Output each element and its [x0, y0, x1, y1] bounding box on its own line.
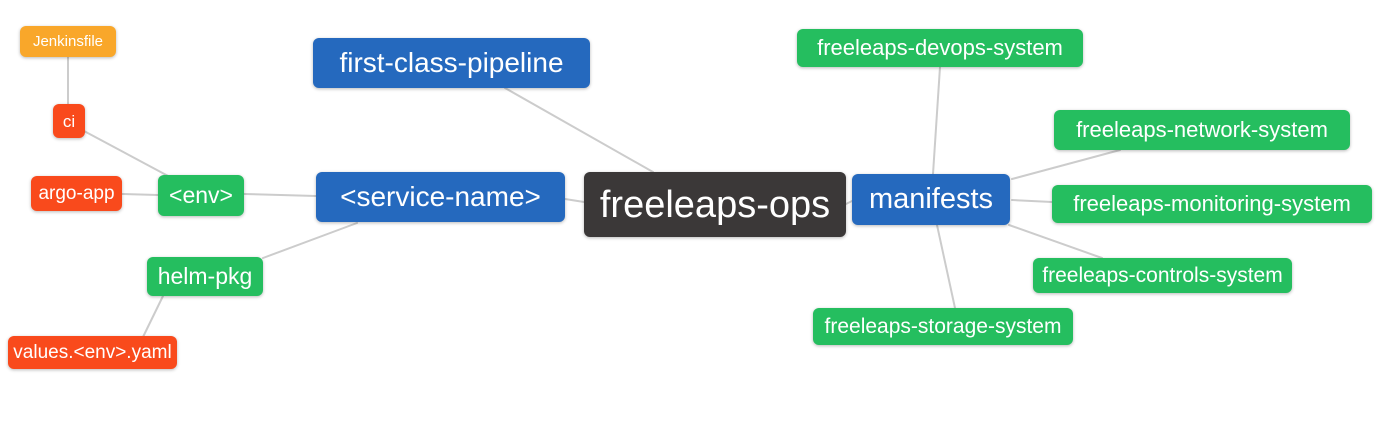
edge-manifests-to-freeleaps-network-system [1011, 149, 1121, 180]
edge-helm-pkg-to-service-name [262, 222, 358, 259]
node-label: freeleaps-devops-system [817, 35, 1063, 60]
edge-service-name-to-freeleaps-ops [564, 198, 585, 203]
edge-ci-to-env [83, 130, 171, 178]
node-label: values.<env>.yaml [13, 342, 172, 363]
node-label: manifests [868, 183, 994, 215]
ci-node[interactable]: ci [53, 104, 85, 138]
node-label: <env> [169, 182, 233, 208]
values-env-yaml-node[interactable]: values.<env>.yaml [8, 336, 177, 369]
env-node[interactable]: <env> [158, 175, 244, 216]
node-label: freeleaps-monitoring-system [1073, 191, 1351, 216]
freeleaps-controls-system-node[interactable]: freeleaps-controls-system [1033, 258, 1292, 293]
helm-pkg-node[interactable]: helm-pkg [147, 257, 263, 296]
freeleaps-devops-system-node[interactable]: freeleaps-devops-system [797, 29, 1083, 67]
node-label: Jenkinsfile [32, 33, 104, 50]
node-label: freeleaps-ops [599, 183, 831, 226]
freeleaps-monitoring-system-node[interactable]: freeleaps-monitoring-system [1052, 185, 1372, 223]
edge-manifests-to-freeleaps-controls-system [1008, 224, 1103, 259]
node-label: argo-app [38, 183, 115, 204]
node-label: helm-pkg [157, 263, 253, 289]
jenkinsfile-node[interactable]: Jenkinsfile [20, 26, 116, 57]
edge-values-env-yaml-to-helm-pkg [142, 295, 164, 338]
node-label: <service-name> [340, 181, 541, 212]
edge-env-to-service-name [243, 193, 317, 197]
edge-manifests-to-freeleaps-monitoring-system [1011, 199, 1053, 203]
node-label: freeleaps-storage-system [824, 315, 1062, 338]
freeleaps-storage-system-node[interactable]: freeleaps-storage-system [813, 308, 1073, 345]
edge-manifests-to-freeleaps-storage-system [936, 224, 956, 309]
node-label: freeleaps-network-system [1076, 117, 1328, 142]
node-label: first-class-pipeline [339, 47, 564, 78]
freeleaps-ops-node[interactable]: freeleaps-ops [584, 172, 846, 237]
edge-first-class-pipeline-to-freeleaps-ops [504, 87, 654, 173]
edge-freeleaps-ops-to-manifests [845, 200, 853, 205]
service-name-node[interactable]: <service-name> [316, 172, 565, 222]
node-label: ci [62, 111, 76, 131]
argo-app-node[interactable]: argo-app [31, 176, 122, 211]
first-class-pipeline-node[interactable]: first-class-pipeline [313, 38, 590, 88]
edge-argo-app-to-env [121, 193, 159, 196]
manifests-node[interactable]: manifests [852, 174, 1010, 225]
node-label: freeleaps-controls-system [1042, 264, 1283, 287]
edge-manifests-to-freeleaps-devops-system [932, 66, 941, 175]
freeleaps-network-system-node[interactable]: freeleaps-network-system [1054, 110, 1350, 150]
